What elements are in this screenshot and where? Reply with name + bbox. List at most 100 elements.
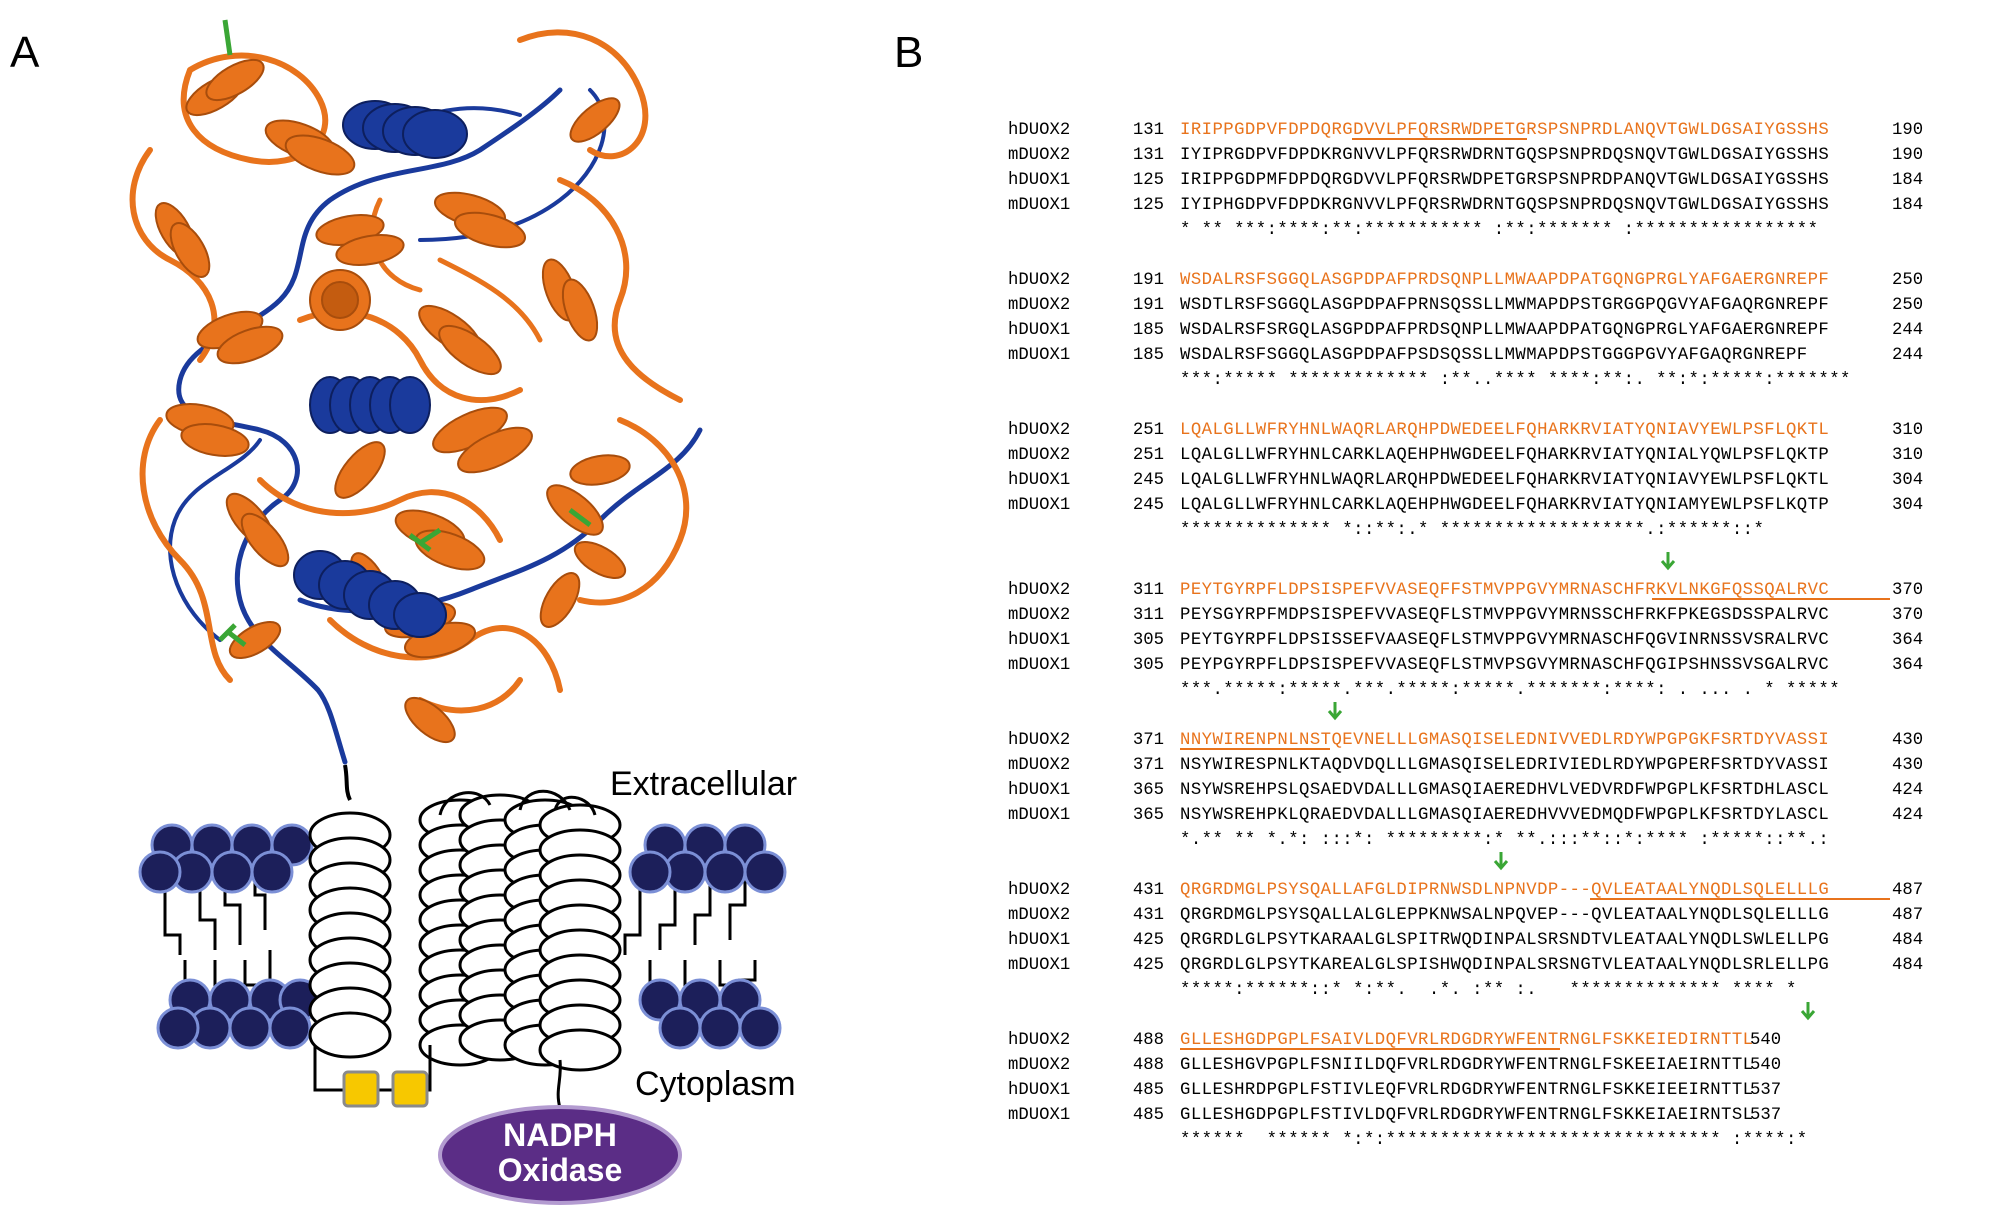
consensus-row: *.** ** *.*: :::*: *********:* **.:::**:… bbox=[880, 828, 2008, 853]
sequence: WSDALRSFSGGQLASGPDPAFPRDSQNPLLMWAAPDPATG… bbox=[1180, 271, 1830, 290]
start-residue: 305 bbox=[1132, 631, 1164, 650]
consensus-line: *****:******::* *:**. .*. :** :. *******… bbox=[1180, 981, 1797, 1000]
glycosylation-arrow bbox=[1660, 552, 1676, 571]
species-label: mDUOX2 bbox=[1008, 446, 1071, 465]
start-residue: 431 bbox=[1132, 881, 1164, 900]
start-residue: 365 bbox=[1132, 806, 1164, 825]
species-label: mDUOX1 bbox=[1008, 806, 1071, 825]
end-residue: 190 bbox=[1892, 121, 1924, 140]
species-label: mDUOX2 bbox=[1008, 606, 1071, 625]
start-residue: 425 bbox=[1132, 931, 1164, 950]
start-residue: 488 bbox=[1132, 1031, 1164, 1050]
sequence: PEYPGYRPFLDPSISPEFVVASEQFLSTMVPSGVYMRNAS… bbox=[1180, 656, 1830, 675]
consensus-row: ***:***** ************* :**..**** ****:*… bbox=[880, 368, 2008, 393]
start-residue: 185 bbox=[1132, 346, 1164, 365]
species-label: mDUOX2 bbox=[1008, 146, 1071, 165]
start-residue: 305 bbox=[1132, 656, 1164, 675]
stalk-linker bbox=[343, 764, 352, 801]
end-residue: 370 bbox=[1892, 581, 1924, 600]
species-label: hDUOX2 bbox=[1008, 421, 1071, 440]
species-label: mDUOX1 bbox=[1008, 196, 1071, 215]
cytoplasm-label: Cytoplasm bbox=[635, 1065, 796, 1103]
consensus-line: ****** ****** *:*:**********************… bbox=[1180, 1131, 1808, 1150]
sequence: LQALGLLWFRYHNLCARKLAQEHPHWGDEELFQHARKRVI… bbox=[1180, 446, 1830, 465]
underline bbox=[1180, 1048, 1560, 1050]
sequence: LQALGLLWFRYHNLWAQRLARQHPDWEDEELFQHARKRVI… bbox=[1180, 421, 1830, 440]
orange-helices bbox=[154, 58, 631, 744]
start-residue: 425 bbox=[1132, 956, 1164, 975]
species-label: mDUOX2 bbox=[1008, 296, 1071, 315]
start-residue: 185 bbox=[1132, 321, 1164, 340]
start-residue: 245 bbox=[1132, 496, 1164, 515]
cytoplasmic-region bbox=[313, 1045, 682, 1205]
panel-a: A Extracellular Cytoplasm NADPH Oxidase bbox=[0, 0, 900, 1220]
end-residue: 244 bbox=[1892, 346, 1924, 365]
end-residue: 487 bbox=[1892, 906, 1924, 925]
end-residue: 540 bbox=[1750, 1031, 1782, 1050]
duox-structure-figure bbox=[129, 19, 787, 1205]
start-residue: 431 bbox=[1132, 906, 1164, 925]
start-residue: 488 bbox=[1132, 1056, 1164, 1075]
blue-helices bbox=[293, 100, 468, 638]
start-residue: 365 bbox=[1132, 781, 1164, 800]
start-residue: 125 bbox=[1132, 196, 1164, 215]
species-label: hDUOX1 bbox=[1008, 1081, 1071, 1100]
end-residue: 484 bbox=[1892, 931, 1924, 950]
consensus-row: ***.*****:*****.***.*****:*****.*******:… bbox=[880, 678, 2008, 703]
start-residue: 131 bbox=[1132, 121, 1164, 140]
consensus-row: * ** ***:****:**:*********** :**:*******… bbox=[880, 218, 2008, 243]
species-label: hDUOX2 bbox=[1008, 581, 1071, 600]
glycosylation-arrow bbox=[1800, 1002, 1816, 1021]
sequence: PEYSGYRPFMDPSISPEFVVASEQFLSTMVPPGVYMRNSS… bbox=[1180, 606, 1830, 625]
start-residue: 485 bbox=[1132, 1081, 1164, 1100]
start-residue: 371 bbox=[1132, 756, 1164, 775]
nadph-label: NADPH bbox=[503, 1117, 617, 1153]
sequence: IRIPPGDPMFDPDQRGDVVLPFQRSRWDPETGRSPSNPRD… bbox=[1180, 171, 1830, 190]
species-label: hDUOX2 bbox=[1008, 881, 1071, 900]
species-label: hDUOX2 bbox=[1008, 731, 1071, 750]
end-residue: 540 bbox=[1750, 1056, 1782, 1075]
sequence: GLLESHGDPGPLFSAIVLDQFVRLRDGDRYWFENTRNGLF… bbox=[1180, 1031, 1754, 1050]
start-residue: 311 bbox=[1132, 581, 1164, 600]
end-residue: 424 bbox=[1892, 806, 1924, 825]
oxidase-label: Oxidase bbox=[497, 1152, 623, 1188]
extracellular-label: Extracellular bbox=[610, 765, 798, 803]
underline bbox=[1352, 138, 1527, 140]
species-label: hDUOX1 bbox=[1008, 631, 1071, 650]
sequence: IYIPRGDPVFDPDKRGNVVLPFQRSRWDRNTGQSPSNPRD… bbox=[1180, 146, 1830, 165]
start-residue: 371 bbox=[1132, 731, 1164, 750]
sequence: GLLESHRDPGPLFSTIVLEQFVRLRDGDRYWFENTRNGLF… bbox=[1180, 1081, 1754, 1100]
underline bbox=[1652, 598, 1890, 600]
end-residue: 190 bbox=[1892, 146, 1924, 165]
species-label: mDUOX1 bbox=[1008, 496, 1071, 515]
ef-hand-2 bbox=[391, 1070, 429, 1108]
species-label: hDUOX1 bbox=[1008, 471, 1071, 490]
tm-helix-bundle bbox=[418, 793, 622, 1072]
sequence: QRGRDMGLPSYSQALLALGLEPPKNWSALNPQVEP---QV… bbox=[1180, 906, 1830, 925]
species-label: hDUOX2 bbox=[1008, 271, 1071, 290]
alignment-row: mDUOX2 131 IYIPRGDPVFDPDKRGNVVLPFQRSRWDRNT… bbox=[880, 143, 2008, 168]
sequence: WSDALRSFSGGQLASGPDPAFPSDSQSSLLMWMAPDPSTG… bbox=[1180, 346, 1808, 365]
lipid-bilayer bbox=[138, 823, 787, 1050]
consensus-row: ************** *::**:.* ****************… bbox=[880, 518, 2008, 543]
species-label: mDUOX1 bbox=[1008, 956, 1071, 975]
start-residue: 131 bbox=[1132, 146, 1164, 165]
nadph-oxidase-domain bbox=[438, 1105, 682, 1205]
consensus-line: ************** *::**:.* ****************… bbox=[1180, 521, 1765, 540]
